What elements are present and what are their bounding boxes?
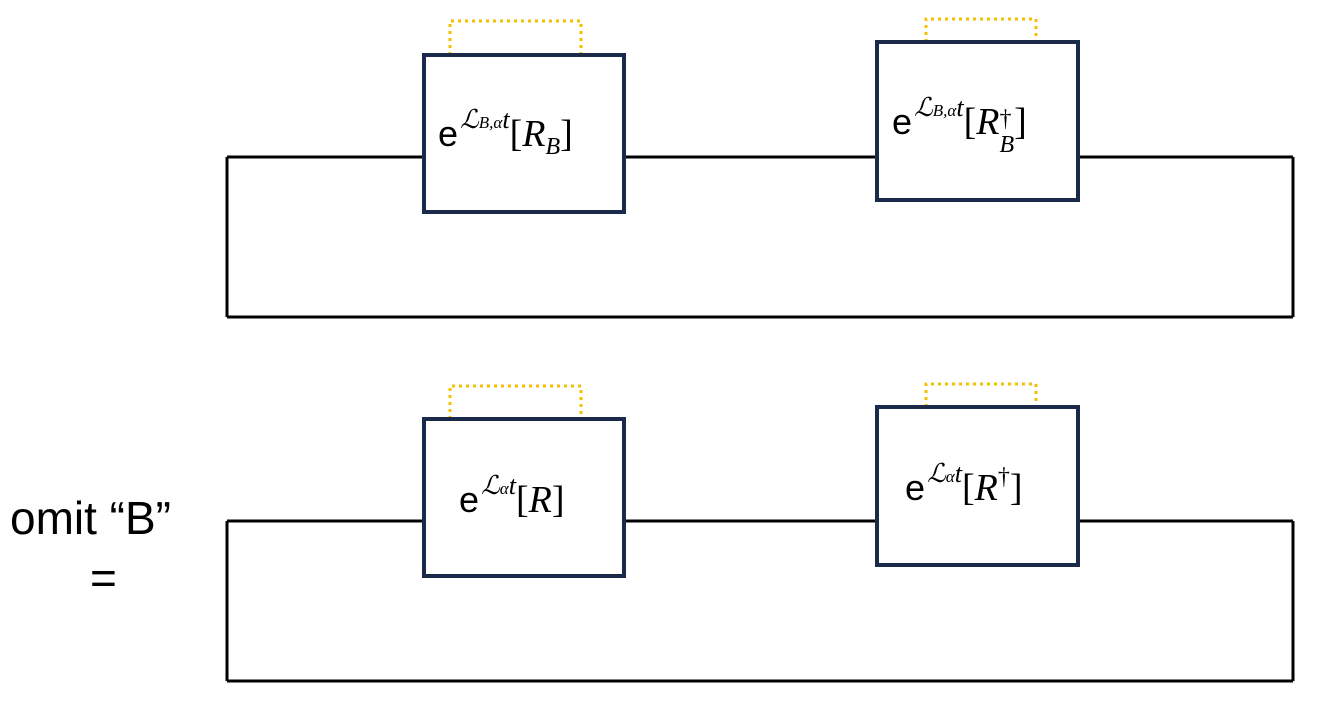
- bottom-left-dotted-link: [448, 384, 583, 419]
- bottom-right-box: [875, 405, 1080, 567]
- close-bracket: ]: [1009, 467, 1023, 509]
- open-bracket: [: [515, 479, 529, 521]
- close-bracket: ]: [1014, 101, 1027, 143]
- top-left-formula: e ℒB,αt [ R B ]: [438, 105, 573, 160]
- generator-subscript: α: [499, 479, 509, 498]
- exp-base: e: [892, 101, 913, 142]
- close-bracket: ]: [560, 113, 573, 155]
- generator-symbol: ℒ: [914, 93, 933, 122]
- top-right-formula: e ℒB,αt [ R † B ]: [892, 93, 1027, 163]
- bottom-left-formula: e ℒαt [ R ]: [459, 471, 565, 522]
- operator-symbol: R: [976, 101, 1000, 143]
- top-left-dotted-link: [448, 19, 583, 55]
- generator-symbol: ℒ: [927, 459, 946, 488]
- top-circuit: [225, 155, 1295, 319]
- time-variable: t: [956, 93, 964, 122]
- generator-subscript: α: [945, 467, 955, 486]
- dagger-superscript: †: [999, 106, 1012, 132]
- close-bracket: ]: [551, 479, 565, 521]
- open-bracket: [: [963, 101, 977, 143]
- time-variable: t: [954, 459, 962, 488]
- operator-symbol: R: [522, 113, 546, 155]
- exp-superscript: ℒαt: [927, 459, 962, 489]
- open-bracket: [: [961, 467, 975, 509]
- top-dotted-links: [448, 17, 1038, 55]
- generator-symbol: ℒ: [460, 105, 479, 134]
- top-left-box: [422, 53, 626, 214]
- equals-sign: =: [90, 552, 117, 604]
- top-right-box: [875, 40, 1080, 202]
- generator-subscript: B,α: [478, 113, 503, 132]
- time-variable: t: [508, 471, 516, 500]
- operator-subscript: B: [545, 134, 561, 160]
- bottom-circuit: [225, 519, 1295, 683]
- omit-b-label: omit “B”: [10, 492, 171, 544]
- generator-symbol: ℒ: [481, 471, 500, 500]
- dagger-superscript: †: [997, 464, 1010, 490]
- operator-indices: † B: [999, 107, 1015, 161]
- bottom-right-formula: e ℒαt [ R † ]: [905, 459, 1023, 510]
- exp-base: e: [459, 479, 480, 520]
- top-right-dotted-link: [924, 17, 1038, 42]
- bottom-dotted-links: [448, 382, 1038, 419]
- time-variable: t: [502, 105, 510, 134]
- exp-superscript: ℒB,αt: [460, 105, 510, 135]
- operator-subscript: B: [999, 132, 1015, 158]
- exp-superscript: ℒB,αt: [914, 93, 964, 123]
- open-bracket: [: [509, 113, 523, 155]
- bottom-right-dotted-link: [924, 382, 1038, 407]
- operator-symbol: R: [528, 479, 552, 521]
- exp-superscript: ℒαt: [481, 471, 516, 501]
- exp-base: e: [905, 467, 926, 508]
- exp-base: e: [438, 113, 459, 154]
- operator-symbol: R: [974, 467, 998, 509]
- bottom-left-box: [422, 417, 626, 578]
- generator-subscript: B,α: [932, 101, 957, 120]
